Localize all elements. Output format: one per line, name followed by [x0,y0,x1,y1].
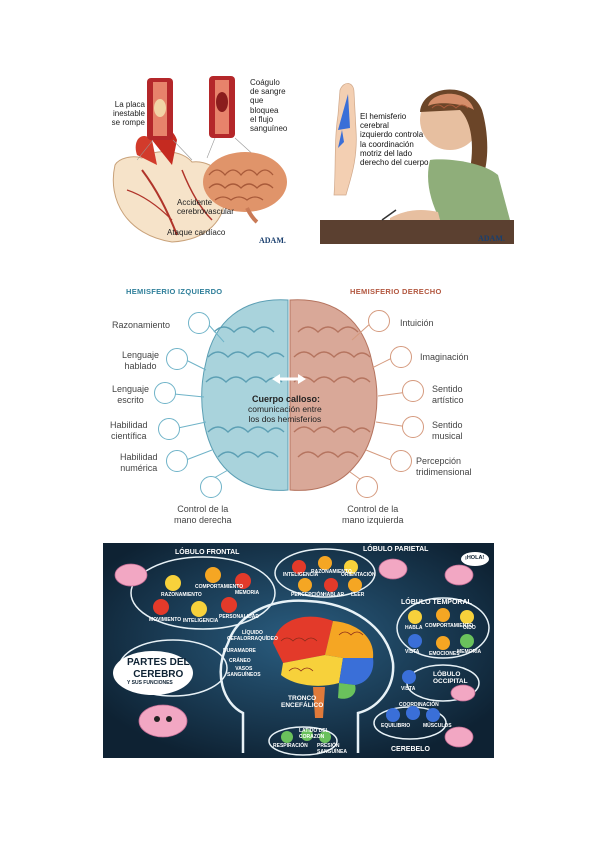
corpus-callosum-title: Cuerpo calloso: [252,394,321,404]
right-item-1: Intuición [400,318,434,328]
cerebelo-title: CEREBELO [391,746,430,753]
writing-icon [154,382,176,404]
science-icon [158,418,180,440]
parietal-item-3: ORIENTACIÓN [341,572,376,578]
meninges-item-2: DURAMADRE [223,648,256,654]
speech-icon [166,348,188,370]
infographic-subtitle: Y SUS FUNCIONES [127,680,173,686]
right-item-3: Sentido artístico [432,384,464,405]
left-item-4: Habilidad científica [110,420,148,441]
intuition-icon [368,310,390,332]
brain-hemispheres-drawing [173,299,409,491]
clot-label: Coágulo de sangre que bloquea el flujo s… [250,78,288,133]
3d-perception-icon [390,450,412,472]
frontal-item-3: MEMORIA [235,590,260,596]
brain-parts-infographic: LÓBULO FRONTAL LÓBULO PARIETAL LÓBULO TE… [103,543,494,758]
brainstem-item-2: LATIDO DEL CORAZÓN [299,728,329,740]
woman-writing-drawing [320,70,514,244]
temporal-item-5: EMOCIONES [429,651,460,657]
left-hand-icon [356,476,378,498]
infographic-title: PARTES DEL CEREBRO [127,657,190,680]
right-item-2: Imaginación [420,352,469,362]
left-item-1: Razonamiento [112,320,171,330]
art-icon [402,380,424,402]
parietal-item-6: LEER [351,592,365,598]
meninges-item-3: CRÁNEO [229,658,251,664]
left-item-5: Habilidad numérica [120,452,158,473]
cerebelo-item-2: EQUILIBRIO [381,723,411,729]
temporal-item-1: HABLA [405,625,423,631]
right-item-4: Sentido musical [432,420,463,441]
hemisphere-control-photo: El hemisferio cerebral izquierdo control… [320,70,514,244]
frontal-item-1: RAZONAMIENTO [161,592,202,598]
parietal-item-2: RAZONAMIENTO [311,569,352,575]
adam-logo: ADAM. [259,236,286,245]
heart-attack-label: Ataque cardíaco [167,228,226,237]
temporal-item-3: OÍDO [463,625,476,631]
plaque-label: La placa inestable se rompe [111,100,145,128]
cerebelo-item-3: MÚSCULOS [423,723,452,729]
temporal-item-4: VISTA [405,649,420,655]
reasoning-icon [188,312,210,334]
occipital-lobe-title: LÓBULO OCCIPITAL [433,671,468,686]
left-bottom-label: Control de la mano derecha [174,504,232,525]
right-bottom-label: Control de la mano izquierda [342,504,404,525]
hola-text: ¡HOLA! [465,555,485,561]
parietal-item-4: PERCEPCIÓN [291,592,325,598]
brainstem-item-3: PRESIÓN SANGUÍNEA [317,743,348,755]
imagination-icon [390,346,412,368]
right-item-5: Percepción tridimensional [416,456,472,477]
meninges-item-1: LÍQUIDO CEFALORRAQUÍDEO [227,630,278,642]
left-item-3: Lenguaje escrito [112,384,150,405]
frontal-item-4: MOVIMIENTO [149,617,182,623]
right-hand-icon [200,476,222,498]
music-icon [402,416,424,438]
brainstem-item-1: RESPIRACIÓN [273,743,308,749]
parietal-item-5: HABLAR [323,592,345,598]
frontal-item-6: PERSONALIDAD [219,614,260,620]
brainstem-title: TRONCO ENCEFÁLICO [281,695,324,710]
heart-brain-drawing [112,76,287,243]
hemisphere-caption: El hemisferio cerebral izquierdo control… [360,112,429,167]
parietal-item-1: INTELIGENCIA [283,572,319,578]
temporal-item-6: MEMORIA [457,649,482,655]
stroke-heart-illustration: La placa inestable se rompe Coágulo de s… [97,70,297,250]
adam-logo-2: ADAM. [478,234,505,243]
frontal-item-5: INTELIGENCIA [183,618,219,624]
cerebelo-item-1: COORDINACIÓN [399,702,439,708]
temporal-lobe-title: LÓBULO TEMPORAL [401,599,472,606]
stroke-label: Accidente cerebrovascular [177,198,234,217]
corpus-callosum-text: comunicación entre los dos hemisferios [248,404,322,424]
temporal-item-2: COMPORTAMIENTO [425,623,474,629]
frontal-lobe-title: LÓBULO FRONTAL [175,549,240,556]
meninges-item-4: VASOS SANGUÍNEOS [227,666,261,678]
brain-parts-drawing [103,543,494,758]
parietal-lobe-title: LÓBULO PARIETAL [363,546,429,553]
right-hemisphere-title: HEMISFERIO DERECHO [350,287,442,296]
numbers-icon [166,450,188,472]
hemisphere-functions-figure: HEMISFERIO IZQUIERDO HEMISFERIO DERECHO [102,282,480,532]
left-hemisphere-title: HEMISFERIO IZQUIERDO [126,287,223,296]
frontal-item-2: COMPORTAMIENTO [195,584,244,590]
left-item-2: Lenguaje hablado [122,350,160,371]
occipital-item-1: VISTA [401,686,416,692]
